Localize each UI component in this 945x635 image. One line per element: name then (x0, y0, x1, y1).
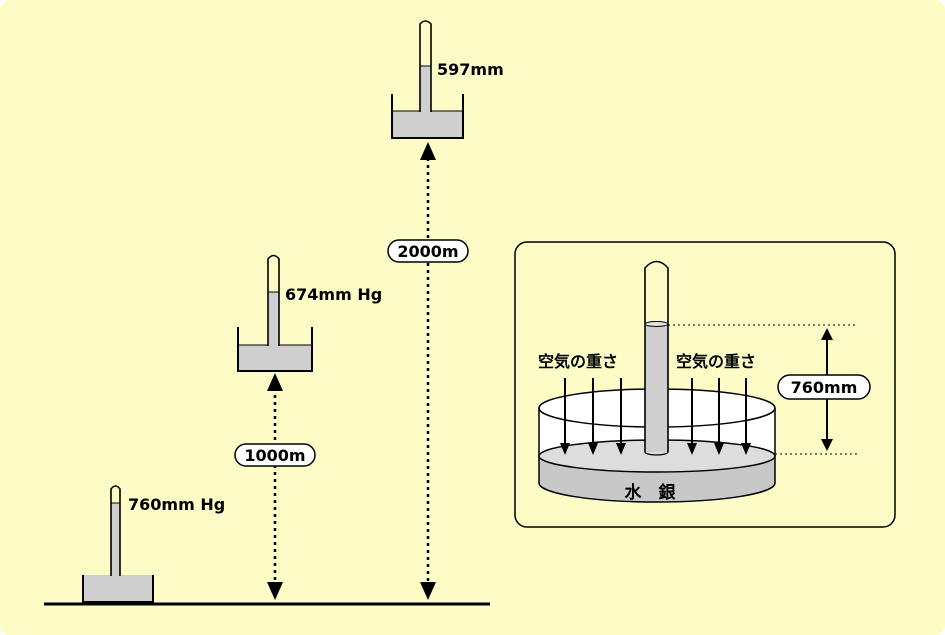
mercury-column (268, 292, 279, 346)
dish-outline (82, 575, 154, 603)
tube-outline (110, 485, 121, 576)
arrowhead-up (420, 142, 436, 160)
pressure-arrows-right (687, 378, 751, 455)
mercury-label: 水 銀 (625, 482, 676, 503)
tube-outline (267, 254, 280, 346)
dish-outline (237, 327, 313, 372)
arrowhead-up (267, 373, 283, 391)
height-pill (777, 374, 871, 400)
height-label: 760mm (791, 378, 858, 397)
inset-panel: 760mm 空気の重さ 空気の重さ 水 銀 (514, 241, 896, 528)
mercury-dish (238, 345, 312, 371)
arrowhead-down (420, 582, 436, 600)
altitude-arrow-2000m: 2000m (387, 142, 469, 600)
tube-mercury (645, 324, 668, 452)
barometer-sea-level: 760mm Hg (82, 485, 225, 603)
arrowhead-down (821, 439, 833, 451)
arrowhead-up (821, 328, 833, 340)
dish-outline (391, 94, 464, 139)
mercury-dish (83, 575, 153, 602)
altitude-pill (387, 239, 469, 263)
tube-mercury-top (644, 321, 669, 327)
mercury-column (420, 66, 431, 112)
altitude-arrow-1000m: 1000m (234, 373, 316, 600)
arrowhead-down (267, 582, 283, 600)
mercury-column (111, 503, 120, 576)
altitude-label-1000m: 1000m (244, 446, 305, 465)
tube-outline (644, 260, 669, 452)
barometer-1000m: 674mm Hg (237, 254, 382, 372)
reading-sea-level: 760mm Hg (128, 495, 225, 514)
altitude-pill (234, 443, 316, 467)
altitude-label-2000m: 2000m (397, 242, 458, 261)
reading-1000m: 674mm Hg (285, 285, 382, 304)
reading-2000m: 597mm (437, 60, 504, 79)
tube-outline (419, 20, 432, 112)
barometer-2000m: 597mm (391, 20, 504, 139)
air-weight-label-left: 空気の重さ (538, 352, 618, 371)
pressure-arrows-left (560, 378, 626, 455)
mercury-dish (392, 111, 463, 138)
air-weight-label-right: 空気の重さ (676, 352, 756, 371)
